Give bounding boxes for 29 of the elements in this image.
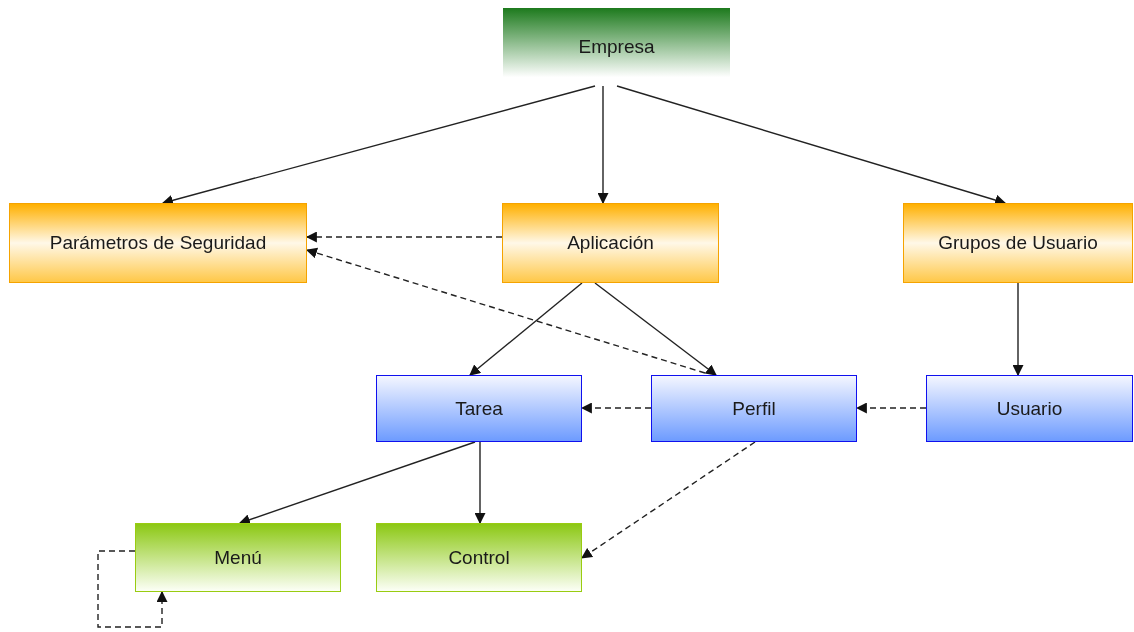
- arrow: [597, 85, 609, 205]
- box-label: Parámetros de Seguridad: [49, 232, 267, 254]
- process-box: [135, 523, 341, 592]
- dashed-arrow: [580, 402, 652, 414]
- box-label: Empresa: [578, 35, 655, 58]
- arrow: [474, 441, 486, 525]
- dashed-arrow: [581, 441, 756, 559]
- process-box: [502, 203, 719, 283]
- box-label: Grupos de Usuario: [938, 232, 1098, 254]
- dashed-arrow: [305, 231, 503, 243]
- process-box: [376, 523, 582, 592]
- arrow: [1012, 282, 1024, 377]
- box-label: Aplicación: [567, 232, 654, 254]
- box-label: Perfil: [732, 397, 776, 420]
- arrow: [594, 282, 717, 376]
- box-label: Tarea: [455, 397, 503, 420]
- process-box: [651, 375, 857, 442]
- process-box: [903, 203, 1133, 283]
- box-label: Menú: [214, 546, 262, 569]
- process-box: [926, 375, 1133, 442]
- box-label: Control: [448, 546, 510, 569]
- process-box: [9, 203, 307, 283]
- dashed-arrow: [855, 402, 927, 414]
- process-box: [376, 375, 582, 442]
- dashed-arrow: [305, 247, 706, 374]
- box-label: Usuario: [996, 397, 1063, 420]
- dashed-arrow: [97, 550, 168, 628]
- arrow: [469, 282, 583, 376]
- arrow: [238, 441, 476, 525]
